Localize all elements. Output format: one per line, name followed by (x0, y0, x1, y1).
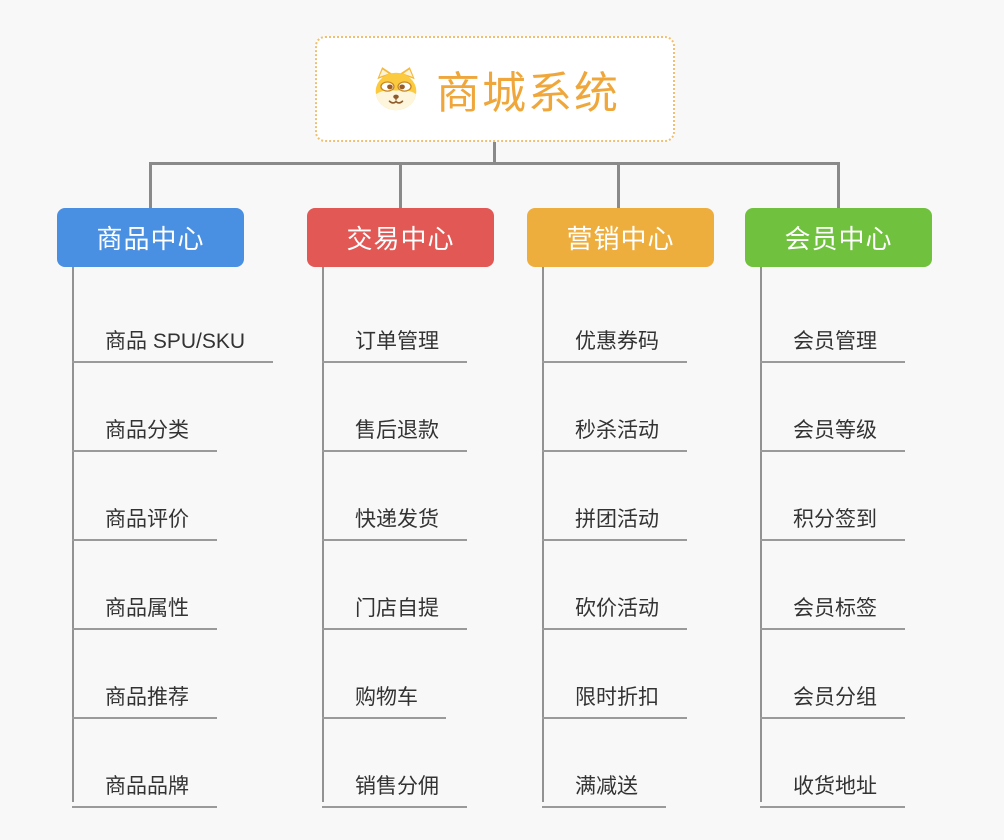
leaf-node-product-review[interactable]: 商品评价 (72, 499, 217, 541)
connector-stub-branch-1 (149, 162, 152, 209)
connector-horizontal-rail (149, 162, 840, 165)
branch-spine (322, 267, 324, 802)
branch-spine (542, 267, 544, 802)
leaf-node-member-level[interactable]: 会员等级 (760, 410, 905, 452)
leaf-node-shopping-cart[interactable]: 购物车 (322, 677, 446, 719)
leaf-node-product-brand[interactable]: 商品品牌 (72, 766, 217, 808)
leaf-node-sales-commission[interactable]: 销售分佣 (322, 766, 467, 808)
leaf-node-store-pickup[interactable]: 门店自提 (322, 588, 467, 630)
leaf-node-limited-time-discount[interactable]: 限时折扣 (542, 677, 687, 719)
leaf-node-full-reduction[interactable]: 满减送 (542, 766, 666, 808)
leaf-node-product-attribute[interactable]: 商品属性 (72, 588, 217, 630)
branch-node-product-center[interactable]: 商品中心 (57, 208, 244, 267)
connector-stub-branch-2 (399, 162, 402, 209)
branch-node-member-center[interactable]: 会员中心 (745, 208, 932, 267)
leaf-node-shipping-address[interactable]: 收货地址 (760, 766, 905, 808)
connector-stub-branch-4 (837, 162, 840, 209)
connector-root-stem (493, 142, 496, 163)
leaf-node-group-buying[interactable]: 拼团活动 (542, 499, 687, 541)
branch-node-trade-center[interactable]: 交易中心 (307, 208, 494, 267)
branch-spine (760, 267, 762, 802)
leaf-node-bargain-activity[interactable]: 砍价活动 (542, 588, 687, 630)
root-node[interactable]: 商城系统 (315, 36, 675, 142)
leaf-node-points-checkin[interactable]: 积分签到 (760, 499, 905, 541)
leaf-node-express-delivery[interactable]: 快递发货 (322, 499, 467, 541)
branch-spine (72, 267, 74, 802)
leaf-node-flash-sale[interactable]: 秒杀活动 (542, 410, 687, 452)
leaf-node-order-management[interactable]: 订单管理 (322, 321, 467, 363)
shiba-dog-icon (370, 66, 422, 112)
leaf-node-product-category[interactable]: 商品分类 (72, 410, 217, 452)
branch-node-marketing-center[interactable]: 营销中心 (527, 208, 714, 267)
leaf-node-product-recommend[interactable]: 商品推荐 (72, 677, 217, 719)
leaf-node-coupon-code[interactable]: 优惠券码 (542, 321, 687, 363)
leaf-node-member-group[interactable]: 会员分组 (760, 677, 905, 719)
root-node-label: 商城系统 (436, 69, 620, 118)
leaf-node-aftersale-refund[interactable]: 售后退款 (322, 410, 467, 452)
leaf-node-member-management[interactable]: 会员管理 (760, 321, 905, 363)
connector-stub-branch-3 (617, 162, 620, 209)
leaf-node-member-tag[interactable]: 会员标签 (760, 588, 905, 630)
leaf-node-product-spu-sku[interactable]: 商品 SPU/SKU (72, 321, 274, 363)
